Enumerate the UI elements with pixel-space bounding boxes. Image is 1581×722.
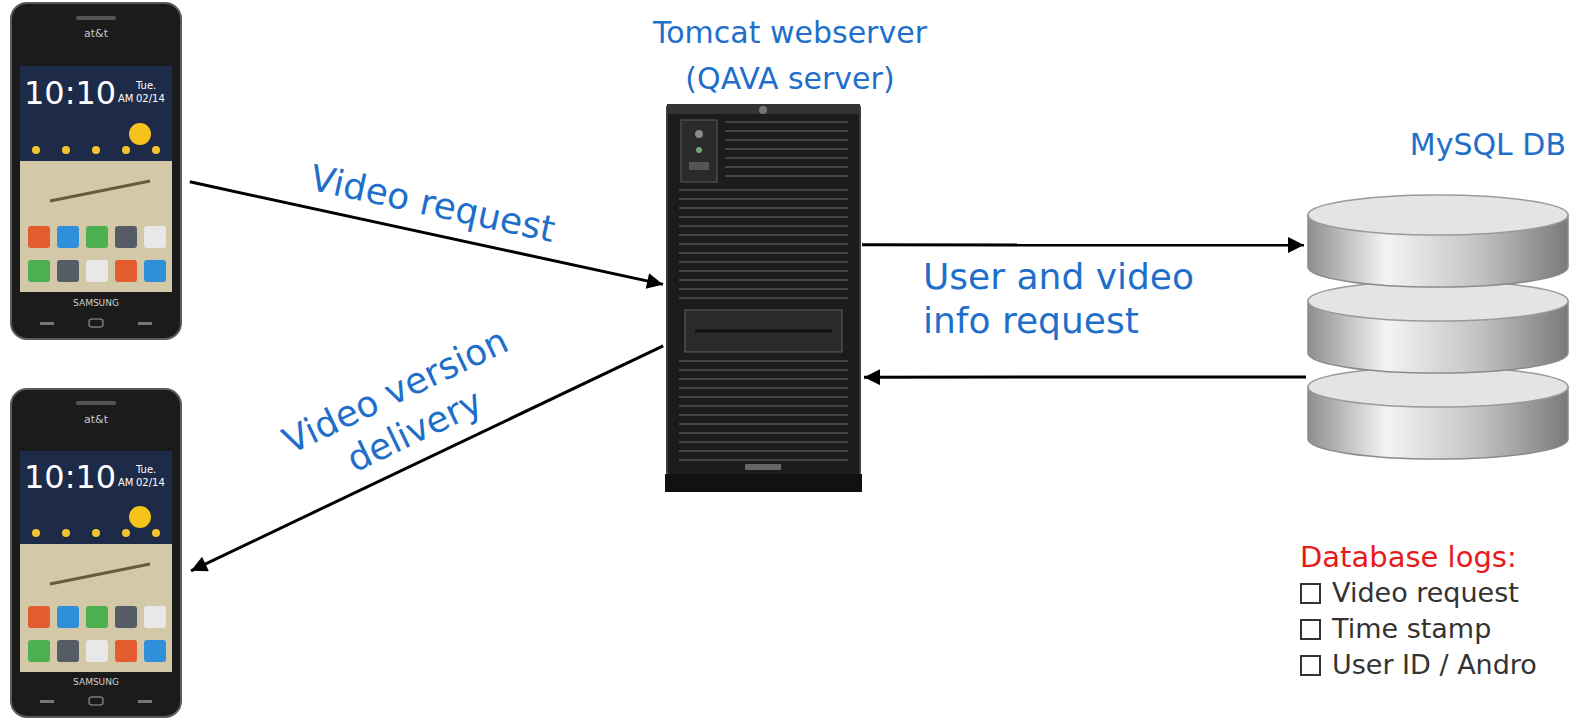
- clock-period: AM: [118, 93, 133, 105]
- carrier-logo: at&t: [10, 413, 182, 426]
- edge-label: Video request: [302, 155, 563, 252]
- brand-logo: SAMSUNG: [10, 298, 182, 309]
- checklist-item: Video request: [1332, 575, 1519, 611]
- phone-illustration: [10, 2, 182, 340]
- phone-node: at&t 10:10AMTue. 02/14SAMSUNG: [10, 2, 182, 340]
- date-text: Tue. 02/14: [136, 463, 174, 489]
- node-heading: Tomcat webserver (QAVA server): [630, 10, 950, 102]
- clock-period: AM: [118, 477, 133, 489]
- server-node: Tomcat webserver (QAVA server): [630, 10, 950, 492]
- arrow-connector: [862, 243, 1304, 246]
- node-heading: MySQL DB: [1296, 125, 1576, 165]
- edge-label: User and video info request: [919, 255, 1247, 343]
- checkbox-symbol: [1301, 656, 1320, 675]
- legend-heading: Database logs:: [1300, 538, 1517, 576]
- phone-illustration: [10, 388, 182, 718]
- date-text: Tue. 02/14: [136, 79, 174, 105]
- carrier-logo: at&t: [10, 27, 182, 40]
- database-cylinder: [1306, 187, 1570, 461]
- edge-label: Video version delivery: [256, 309, 554, 512]
- checklist-item: Time stamp: [1332, 611, 1491, 647]
- clock-time: 10:10: [24, 459, 116, 495]
- checkbox-symbol: [1301, 620, 1320, 639]
- database-node: MySQL DB: [1296, 125, 1576, 465]
- phone-node: at&t 10:10AMTue. 02/14SAMSUNG: [10, 388, 182, 718]
- arrow-connector: [864, 375, 1306, 378]
- checkbox-symbol: [1301, 584, 1320, 603]
- clock-time: 10:10: [24, 75, 116, 111]
- checklist-item: User ID / Andro: [1332, 647, 1537, 683]
- server-tower: [665, 104, 862, 492]
- brand-logo: SAMSUNG: [10, 677, 182, 688]
